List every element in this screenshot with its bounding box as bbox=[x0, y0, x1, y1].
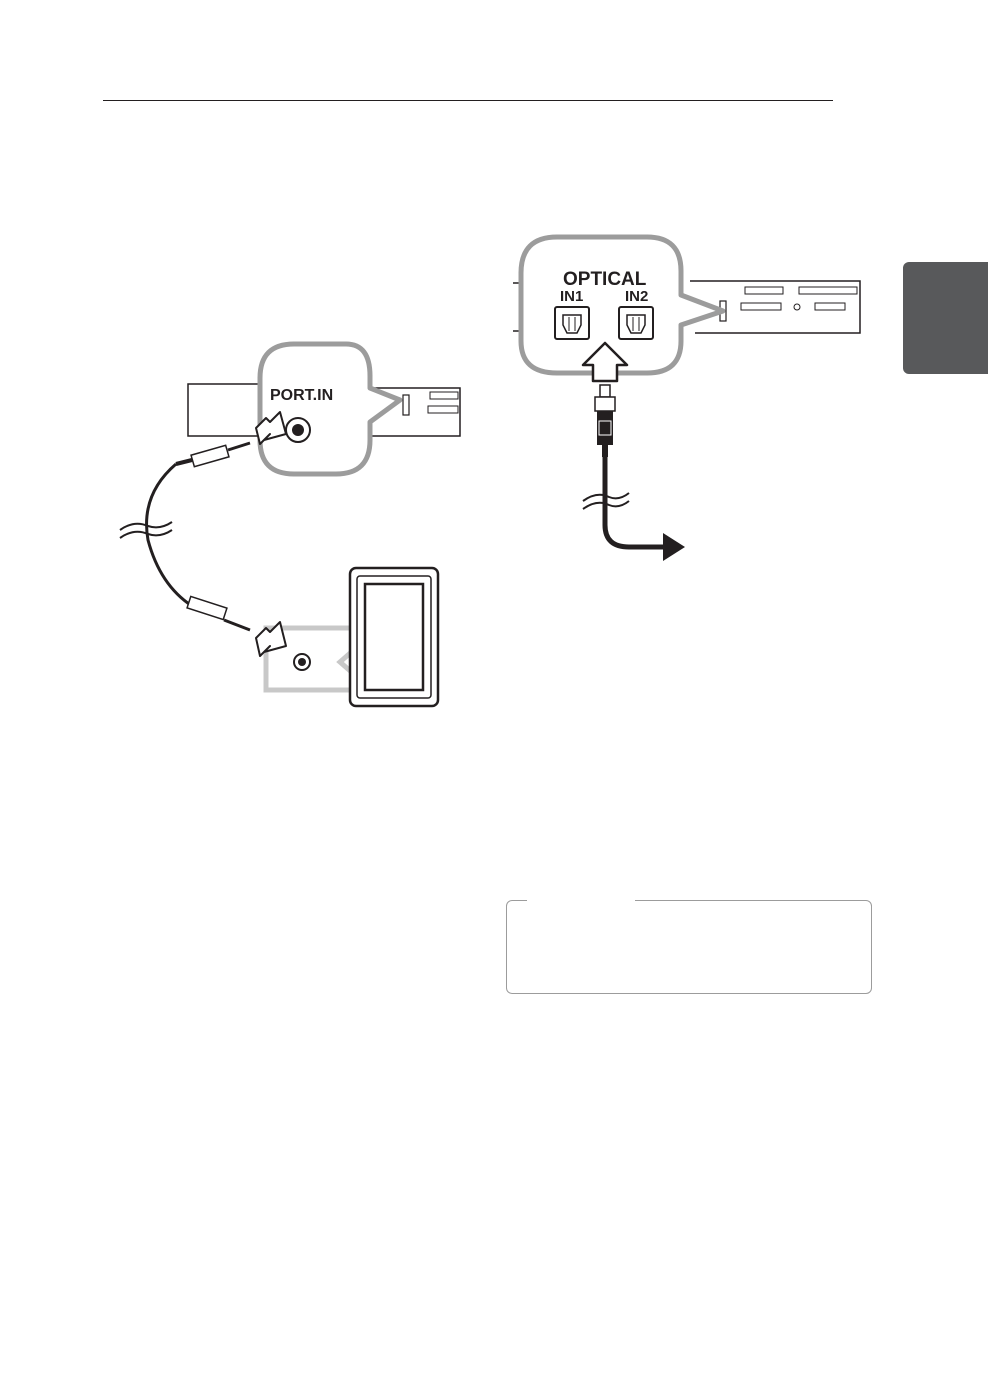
unit-bracket bbox=[403, 395, 409, 415]
audio-plug-bottom bbox=[187, 596, 250, 630]
optical-connection-diagram: OPTICAL IN1 IN2 bbox=[505, 225, 895, 575]
unit-body-left bbox=[188, 384, 260, 436]
optical-socket-in1 bbox=[555, 307, 589, 339]
optical-callout bbox=[521, 237, 723, 373]
portable-player bbox=[350, 568, 438, 706]
header-rule bbox=[103, 100, 833, 101]
in1-label: IN1 bbox=[560, 288, 583, 305]
optical-cable bbox=[605, 457, 665, 547]
note-box bbox=[506, 900, 872, 994]
arrow-right-icon bbox=[663, 533, 685, 561]
optical-connection-figure: OPTICAL IN1 IN2 bbox=[505, 225, 895, 575]
portable-connection-diagram: PORT.IN bbox=[100, 330, 480, 720]
in2-label: IN2 bbox=[625, 288, 648, 305]
audio-plug-top bbox=[176, 443, 250, 467]
note-label-gap bbox=[527, 899, 635, 903]
port-in-callout bbox=[260, 344, 400, 474]
portable-connection-figure: PORT.IN bbox=[100, 330, 480, 720]
optical-socket-in2 bbox=[619, 307, 653, 339]
port-in-label: PORT.IN bbox=[270, 387, 333, 404]
chapter-tab bbox=[903, 262, 988, 374]
optical-plug bbox=[595, 385, 615, 457]
optical-label: OPTICAL bbox=[563, 269, 647, 290]
